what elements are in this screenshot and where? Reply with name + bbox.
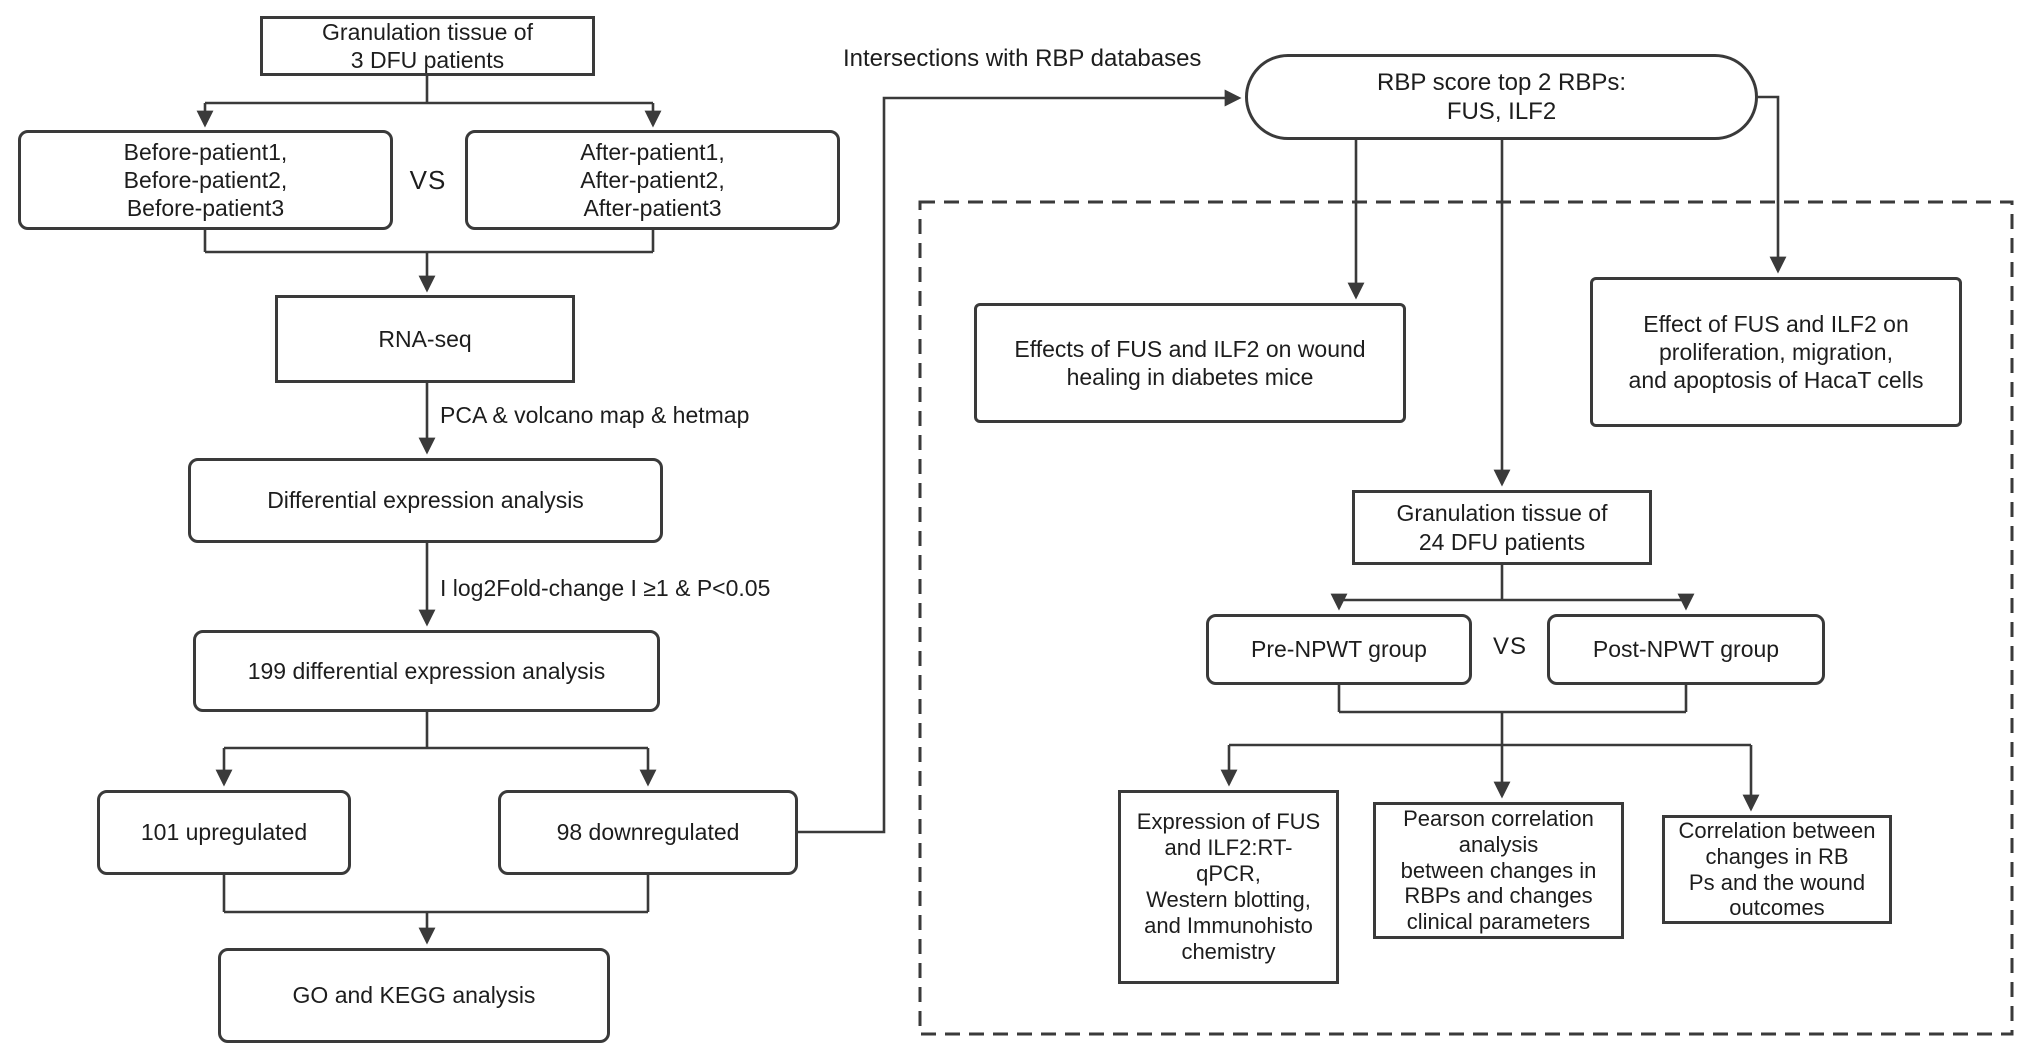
box-before-patients: Before-patient1, Before-patient2, Before… [18, 130, 393, 230]
box-go-kegg: GO and KEGG analysis [218, 948, 610, 1043]
arrow-to-rbp-top2 [798, 89, 1242, 834]
wire-npwt-merge-split [1229, 685, 1751, 747]
wire-updown-merge [222, 875, 650, 914]
edge-label-intersections-rbp: Intersections with RBP databases [843, 45, 1202, 72]
box-rbp-score-top2: RBP score top 2 RBPs: FUS, ILF2 [1245, 54, 1758, 140]
box-post-npwt-group: Post-NPWT group [1547, 614, 1825, 685]
box-pre-npwt-group: Pre-NPWT group [1206, 614, 1472, 685]
wire-before-after-merge [203, 230, 655, 254]
box-98-downregulated: 98 downregulated [498, 790, 798, 875]
edge-label-pca-volcano-heatmap: PCA & volcano map & hetmap [440, 402, 750, 428]
wire-199-split [224, 712, 648, 750]
arrow-to-hacat [1758, 95, 1787, 274]
box-differential-expression: Differential expression analysis [188, 458, 663, 543]
edge-label-log2fold-threshold: I log2Fold-change I ≥1 & P<0.05 [440, 575, 771, 601]
vs-label-left: VS [409, 165, 447, 195]
box-rnaseq: RNA-seq [275, 295, 575, 383]
box-granulation-24dfu: Granulation tissue of 24 DFU patients [1352, 490, 1652, 565]
vs-label-right: VS [1492, 633, 1527, 660]
box-101-upregulated: 101 upregulated [97, 790, 351, 875]
box-granulation-3dfu: Granulation tissue of 3 DFU patients [260, 16, 595, 76]
box-correlation-wound-outcomes: Correlation between changes in RB Ps and… [1662, 815, 1892, 924]
box-199-differential: 199 differential expression analysis [193, 630, 660, 712]
box-after-patients: After-patient1, After-patient2, After-pa… [465, 130, 840, 230]
box-effects-wound-healing-mice: Effects of FUS and ILF2 on wound healing… [974, 303, 1406, 423]
box-effect-hacat-cells: Effect of FUS and ILF2 on proliferation,… [1590, 277, 1962, 427]
wire-top-split [205, 76, 653, 105]
wire-g24-split [1339, 565, 1686, 602]
box-pearson-correlation: Pearson correlation analysis between cha… [1373, 802, 1624, 939]
box-expression-validation: Expression of FUS and ILF2:RT- qPCR, Wes… [1118, 790, 1339, 984]
